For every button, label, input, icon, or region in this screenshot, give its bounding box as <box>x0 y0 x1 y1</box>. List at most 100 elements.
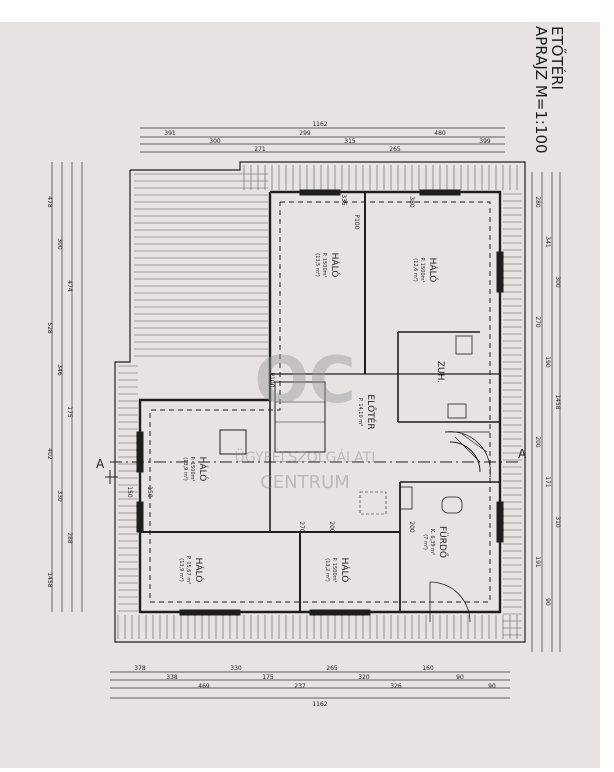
room-floor: P. 1500m² <box>321 252 327 277</box>
dimension-value: 315 <box>344 138 356 145</box>
dimension-value: 330 <box>56 490 63 502</box>
watermark-text-2: CENTRUM <box>260 472 350 493</box>
dimension-value: 380 <box>408 196 415 208</box>
room-area: (7 m²) <box>422 534 428 550</box>
dimension-value: 150 <box>146 486 153 498</box>
dimension-value: 1162 <box>312 701 327 708</box>
watermark-text-1: ÜGYFÉLSZOLGÁLATI <box>235 448 376 466</box>
dimension-value: P100 <box>268 372 275 387</box>
dimension-value: 90 <box>456 674 464 681</box>
dimension-value: 478 <box>46 196 53 208</box>
dimension-value: 150 <box>126 486 133 498</box>
dimension-value: 326 <box>390 683 402 690</box>
section-mark-left: A <box>96 457 105 471</box>
title-line-1: ETŐTÉRI <box>548 26 568 90</box>
dimension-value: 399 <box>479 138 491 145</box>
room-area: (13,9 m²) <box>178 558 184 582</box>
building-walls <box>114 161 526 643</box>
room-name: HÁLÓ <box>339 558 351 583</box>
room-label-6: HÁLÓ P. 15,67 m² (13,9 m²) <box>178 556 205 584</box>
dimension-value: 280 <box>534 196 541 208</box>
room-label-7: HÁLÓ P. 1500m² (13,2 m²) <box>324 557 351 582</box>
roof-hatching <box>117 165 522 639</box>
dimension-value: 335 <box>340 194 347 206</box>
room-area: (13,2 m²) <box>324 558 330 582</box>
room-name: HÁLÓ <box>329 253 341 278</box>
dimension-value: 346 <box>56 364 63 376</box>
section-mark-right: A <box>518 447 527 461</box>
dimension-value: 391 <box>164 130 176 137</box>
dimension-value: 300 <box>554 276 561 288</box>
room-area: (13,5 m²) <box>314 253 320 277</box>
dimension-value: 90 <box>488 683 496 690</box>
title-block: ETŐTÉRI APRAJZ M=1:100 <box>532 26 568 154</box>
room-label-2: HÁLÓ P. 1500m² (12,6 m²) <box>412 257 439 282</box>
title-line-2: APRAJZ M=1:100 <box>532 26 550 154</box>
dimension-value: 480 <box>434 130 446 137</box>
dimension-value: 271 <box>254 146 266 153</box>
dimension-value: P100 <box>353 214 360 229</box>
dimension-value: 190 <box>544 356 551 368</box>
dimension-value: 237 <box>294 683 306 690</box>
watermark-logo: OC <box>254 344 355 418</box>
dimension-lines-right <box>531 172 561 652</box>
dimension-value: 90 <box>544 598 551 606</box>
room-floor: P. 1500m² <box>189 456 195 481</box>
dimension-value: 341 <box>544 236 551 248</box>
scanned-drawing: ETŐTÉRI APRAJZ M=1:100 <box>0 22 600 768</box>
room-name: HÁLÓ <box>427 258 439 283</box>
dimension-value: 270 <box>298 521 305 533</box>
dimension-value: 300 <box>209 138 221 145</box>
dimension-text-right: 280 341 300 270 190 1458 200 171 310 191 90 <box>534 196 561 606</box>
dimension-value: 299 <box>299 130 311 137</box>
dimension-value: 378 <box>134 665 146 672</box>
dimension-value: 474 <box>66 280 73 292</box>
dimension-value: 1458 <box>554 394 561 409</box>
room-floor: P. 1500m² <box>419 257 425 282</box>
dimension-value: 171 <box>544 476 551 488</box>
dimension-value: 320 <box>358 674 370 681</box>
section-line <box>105 461 520 484</box>
dimension-value: 1458 <box>46 572 53 587</box>
room-label-3: ZUH. <box>435 361 445 383</box>
dimension-value: 528 <box>46 322 53 334</box>
room-label-5: HÁLÓ P. 1500m² (13,9 m²) <box>182 456 209 481</box>
right-edge-strip <box>600 0 614 768</box>
room-name: HÁLÓ <box>193 558 205 583</box>
room-floor: P. 14,10 m² <box>357 398 363 426</box>
dimension-value: 175 <box>262 674 274 681</box>
room-label-4: ELŐTÉR P. 14,10 m² <box>357 394 377 429</box>
room-area: (12,6 m²) <box>412 258 418 282</box>
dimension-value: 200 <box>408 521 415 533</box>
dimension-lines-left <box>51 162 83 612</box>
room-floor: K. 6,39 m² <box>429 529 435 555</box>
dimension-value: 160 <box>422 665 434 672</box>
dimension-value: 338 <box>166 674 178 681</box>
room-floor: P. 1500m² <box>331 557 337 582</box>
room-floor: P. 15,67 m² <box>185 556 191 584</box>
watermark: OC ÜGYFÉLSZOLGÁLATI CENTRUM <box>235 344 376 493</box>
room-name: HÁLÓ <box>197 457 209 482</box>
room-area: (13,9 m²) <box>182 457 188 481</box>
dimension-value: 200 <box>534 436 541 448</box>
dimension-value: 330 <box>230 665 242 672</box>
dimension-value: 265 <box>326 665 338 672</box>
dimension-value: 175 <box>66 406 73 418</box>
floor-plan: ETŐTÉRI APRAJZ M=1:100 <box>0 22 600 768</box>
dimension-value: 191 <box>534 556 541 568</box>
dimension-value: 469 <box>198 683 210 690</box>
room-name: FÜRDŐ <box>437 526 448 558</box>
room-name: ELŐTÉR <box>365 394 377 429</box>
dimension-value: 200 <box>328 521 335 533</box>
room-label-1: HÁLÓ P. 1500m² (13,5 m²) <box>314 252 341 277</box>
dimension-value: 310 <box>554 516 561 528</box>
dimension-value: 270 <box>534 316 541 328</box>
dimension-lines-top <box>140 127 505 153</box>
dimension-text-bottom: 1162 378 338 469 330 175 237 265 320 326 160 90 90 <box>134 665 496 708</box>
room-label-8: FÜRDŐ K. 6,39 m² (7 m²) <box>422 526 448 558</box>
dimension-lines-bottom <box>110 671 510 699</box>
dimension-value: 288 <box>66 532 73 544</box>
